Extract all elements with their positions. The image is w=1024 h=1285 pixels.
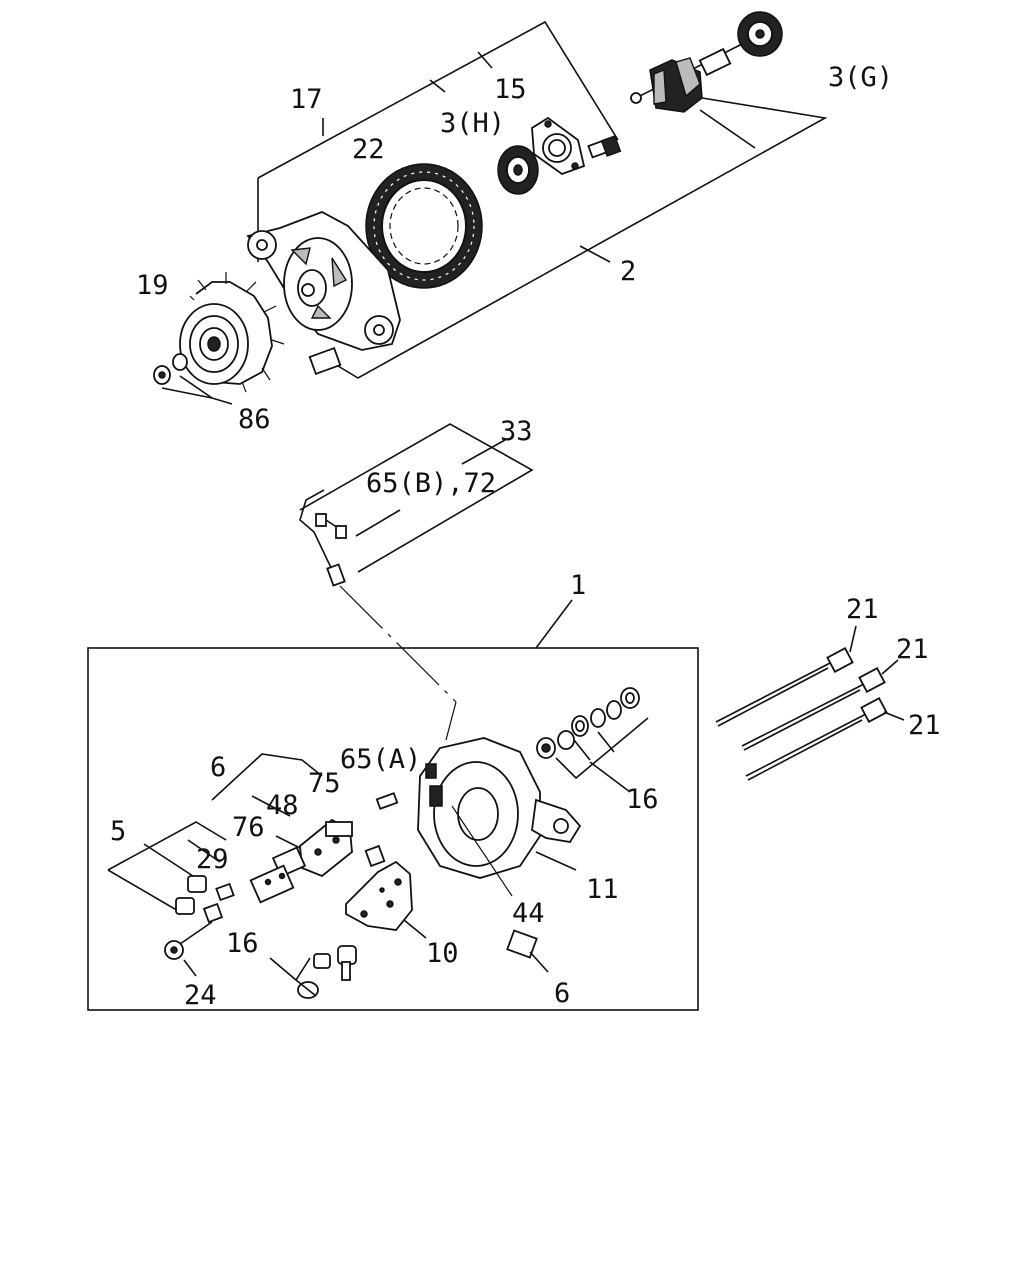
- label-6-upper: 6: [210, 752, 226, 783]
- through-bolt: [715, 625, 857, 727]
- label-19: 19: [136, 270, 169, 301]
- label-17: 17: [290, 84, 323, 115]
- leader-1: [535, 599, 573, 649]
- label-33: 33: [500, 416, 533, 447]
- wiring-harness: [299, 489, 347, 587]
- group-bracket-6: [211, 753, 323, 849]
- rear-bracket-11: [417, 737, 582, 879]
- label-2: 2: [620, 256, 636, 287]
- label-65b-72: 65(B),72: [366, 468, 496, 499]
- label-65a: 65(A): [340, 744, 421, 775]
- brush-holder: [249, 818, 353, 904]
- front-bracket: [246, 211, 401, 376]
- label-29: 29: [196, 844, 229, 875]
- label-22: 22: [352, 134, 385, 165]
- through-bolt: [745, 697, 905, 781]
- rectifier-10: [345, 844, 427, 939]
- label-3g: 3(G): [828, 62, 893, 93]
- screw: [587, 135, 622, 159]
- label-6-lower: 6: [554, 978, 570, 1009]
- label-44: 44: [512, 898, 545, 929]
- brush-65a: [375, 792, 399, 810]
- rotor: [630, 43, 743, 113]
- label-21-bottom: 21: [908, 710, 941, 741]
- nut-washer-86: [153, 353, 233, 405]
- group-bracket-2: [337, 95, 828, 379]
- rear-assembly-box: [87, 647, 699, 1011]
- label-3h: 3(H): [440, 108, 505, 139]
- bearing-retainer-15: [531, 116, 586, 176]
- harness-bracket-33: [299, 423, 534, 573]
- stator-22: [365, 163, 483, 289]
- label-21-middle: 21: [896, 634, 929, 665]
- assembly-line: [445, 701, 457, 741]
- terminal-6: [506, 929, 549, 973]
- through-bolt: [741, 659, 899, 751]
- bearing-3g: [737, 11, 783, 57]
- label-75: 75: [308, 768, 341, 799]
- label-1: 1: [570, 570, 586, 601]
- label-10: 10: [426, 938, 459, 969]
- nut-washer-set-16: [536, 687, 649, 793]
- bolt-24: [164, 921, 213, 977]
- label-5: 5: [110, 816, 126, 847]
- label-21-top: 21: [846, 594, 879, 625]
- group-bracket-5: [107, 821, 227, 913]
- label-15: 15: [494, 74, 527, 105]
- label-16-right: 16: [626, 784, 659, 815]
- label-76: 76: [232, 812, 265, 843]
- leader-lines: [189, 295, 513, 897]
- screw: [175, 875, 235, 924]
- label-11: 11: [586, 874, 619, 905]
- terminal-set-16: [269, 945, 357, 999]
- label-86: 86: [238, 404, 271, 435]
- label-16-left: 16: [226, 928, 259, 959]
- assembly-line: [339, 585, 457, 703]
- label-24: 24: [184, 980, 217, 1011]
- bearing-3h: [497, 145, 539, 195]
- label-48: 48: [266, 790, 299, 821]
- pulley-fan-19: [179, 272, 285, 393]
